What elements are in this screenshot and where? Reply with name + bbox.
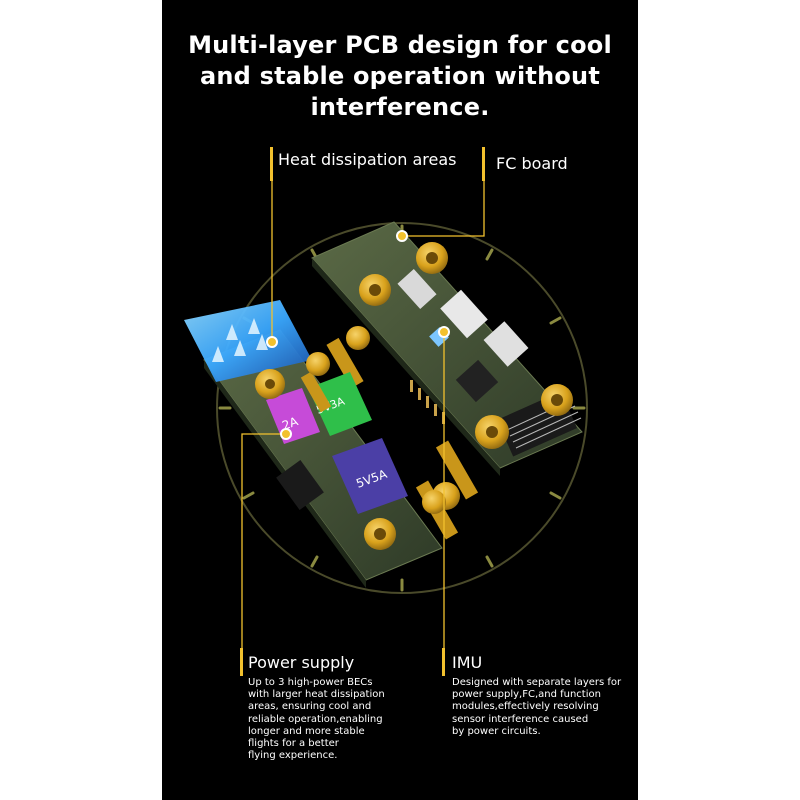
- callout-dot-icon: [266, 336, 278, 348]
- headline-line-3: interference.: [310, 93, 490, 121]
- leader-lines: [241, 180, 485, 676]
- heat-dissipation-label: Heat dissipation areas: [278, 150, 457, 169]
- product-poster: Multi-layer PCB design for cool and stab…: [162, 0, 638, 800]
- headline: Multi-layer PCB design for cool and stab…: [162, 30, 638, 123]
- fc-board-label: FC board: [496, 154, 568, 173]
- fc-accent-bar: [482, 147, 485, 181]
- headline-line-2: and stable operation without: [199, 62, 601, 90]
- callout-dot-icon: [280, 428, 292, 440]
- bec-chip-1: [266, 388, 320, 444]
- bec-chip-3: [332, 438, 408, 514]
- power-supply-description: Up to 3 high-power BECs with larger heat…: [248, 677, 385, 762]
- bec-chip-2: [308, 372, 372, 436]
- callout-dot-icon: [438, 326, 450, 338]
- callout-dot-icon: [396, 230, 408, 242]
- imu-label: IMU: [452, 653, 483, 672]
- imu-accent-bar: [442, 648, 445, 676]
- pcb-illustration: 2A 5V3A 5V5A: [184, 180, 588, 676]
- power-supply-label: Power supply: [248, 653, 355, 672]
- power-accent-bar: [240, 648, 243, 676]
- headline-line-1: Multi-layer PCB design for cool: [188, 31, 612, 59]
- power-board: 2A 5V3A 5V5A: [184, 300, 446, 588]
- heat-accent-bar: [270, 147, 273, 181]
- imu-description: Designed with separate layers for power …: [452, 677, 622, 737]
